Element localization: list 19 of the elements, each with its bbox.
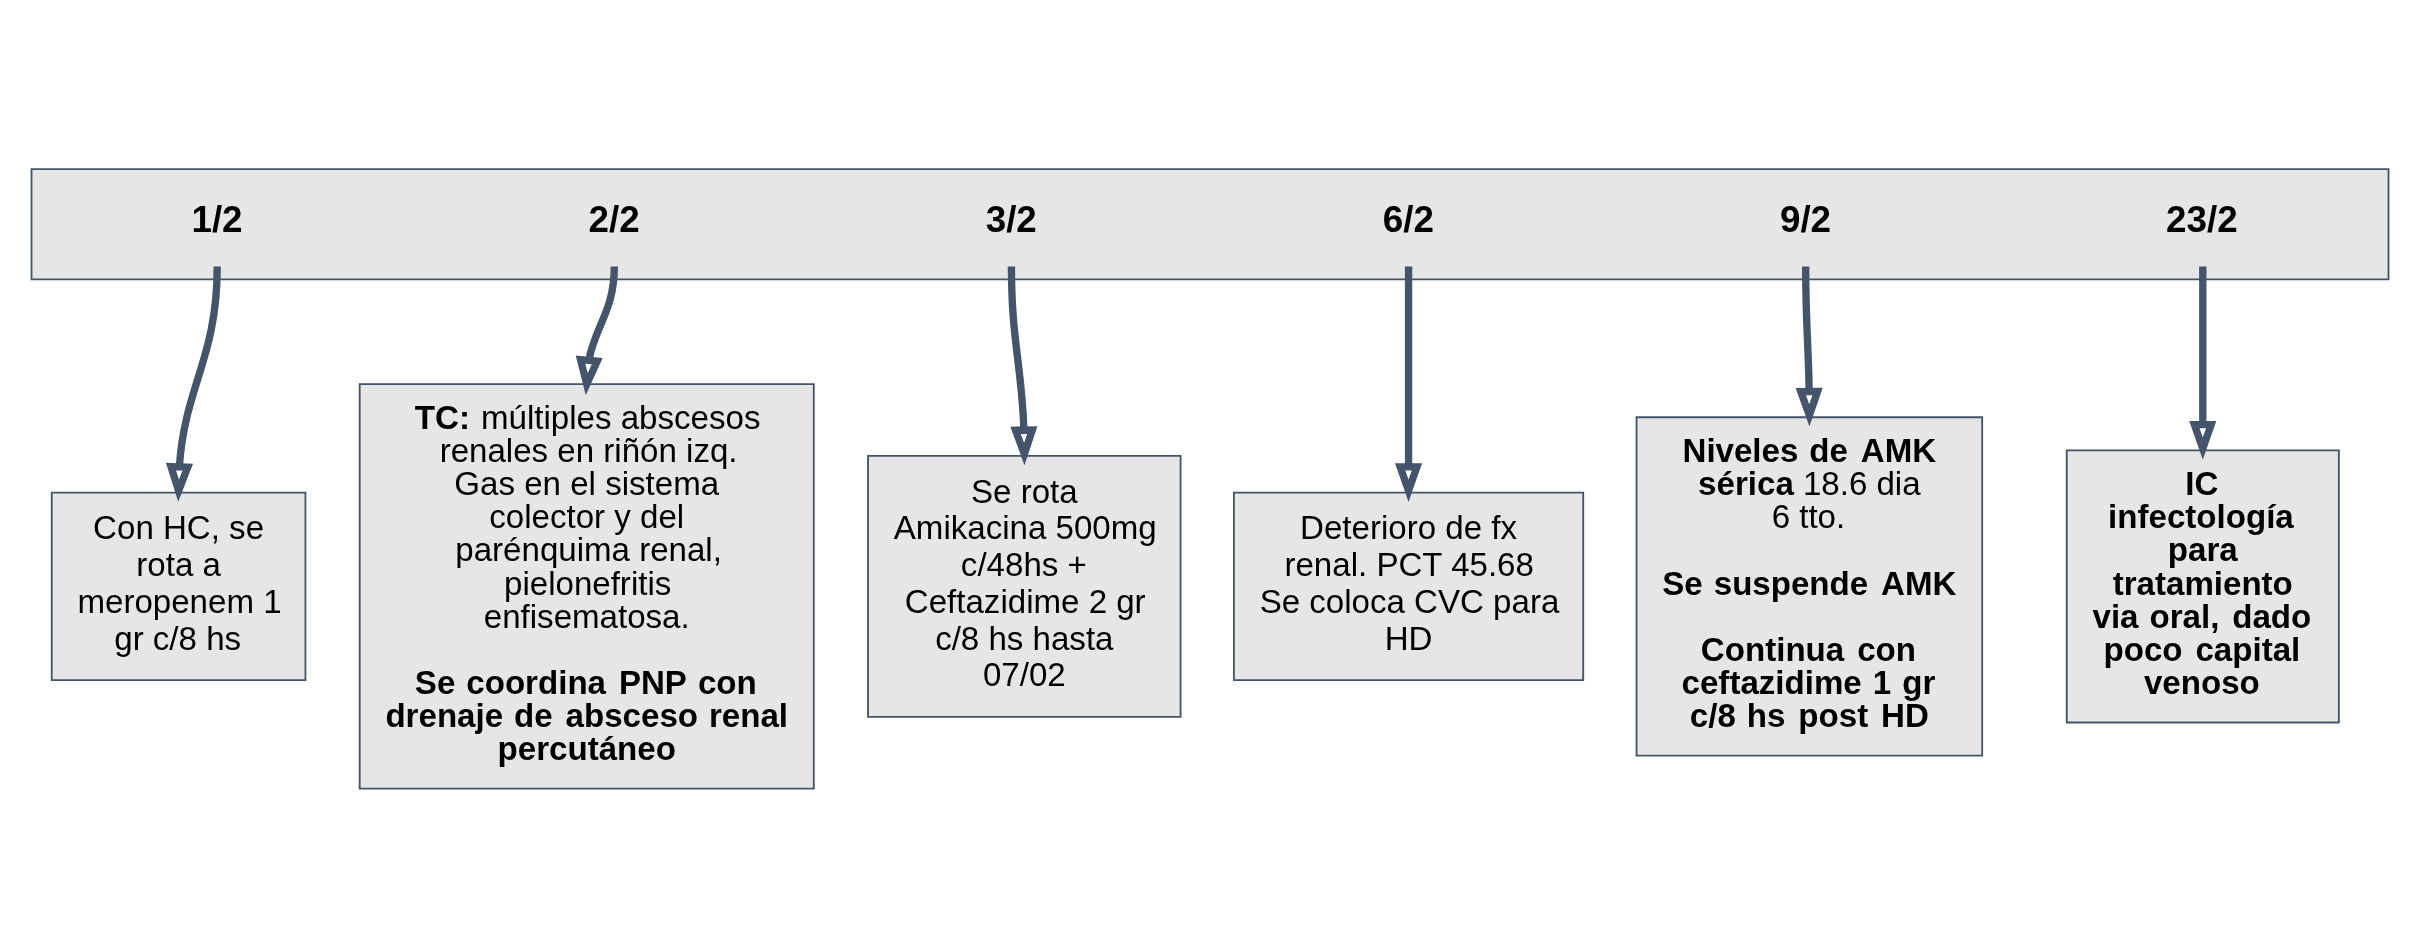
node-text: 1/2 bbox=[191, 198, 243, 240]
node-box: IC infectología para tratamiento via oral, dado poco capital venoso bbox=[2065, 449, 2340, 724]
arrow bbox=[575, 266, 618, 396]
node-text: 6/2 bbox=[1382, 198, 1434, 240]
node-text: 2/2 bbox=[588, 198, 640, 240]
node-text: 3/2 bbox=[985, 198, 1037, 240]
node-box: Deterioro de fx renal. PCT 45.68 Se coloca CVC para HD bbox=[1233, 491, 1585, 682]
node-box: Se rota Amikacina 500mg c/48hs + Ceftazidime 2 gr c/8 hs hasta 07/02 bbox=[867, 454, 1182, 718]
cluster bbox=[30, 168, 2390, 281]
arrow bbox=[1007, 266, 1038, 466]
node-text: 9/2 bbox=[1779, 198, 1832, 240]
arrow bbox=[2189, 266, 2217, 460]
node-box: Con HC, se rota a meropenem 1 gr c/8 hs bbox=[50, 491, 307, 682]
arrow bbox=[1795, 266, 1823, 427]
arrow bbox=[165, 266, 221, 502]
arrow bbox=[1395, 266, 1423, 502]
node-text: 23/2 bbox=[2166, 198, 2238, 240]
node-box: TC: múltiples abscesos renales en riñón izq. Gas en el sistema colector y del parénquima renal, pielonefritis enfisematosa. Se coordina PNP con drenaje de absceso renal percutáneo bbox=[358, 383, 815, 790]
node-box: Niveles de AMK sérica 18.6 dia 6 tto. Se suspende AMK Continua con ceftazidime 1 gr c/8 hs post HD bbox=[1635, 416, 1984, 757]
